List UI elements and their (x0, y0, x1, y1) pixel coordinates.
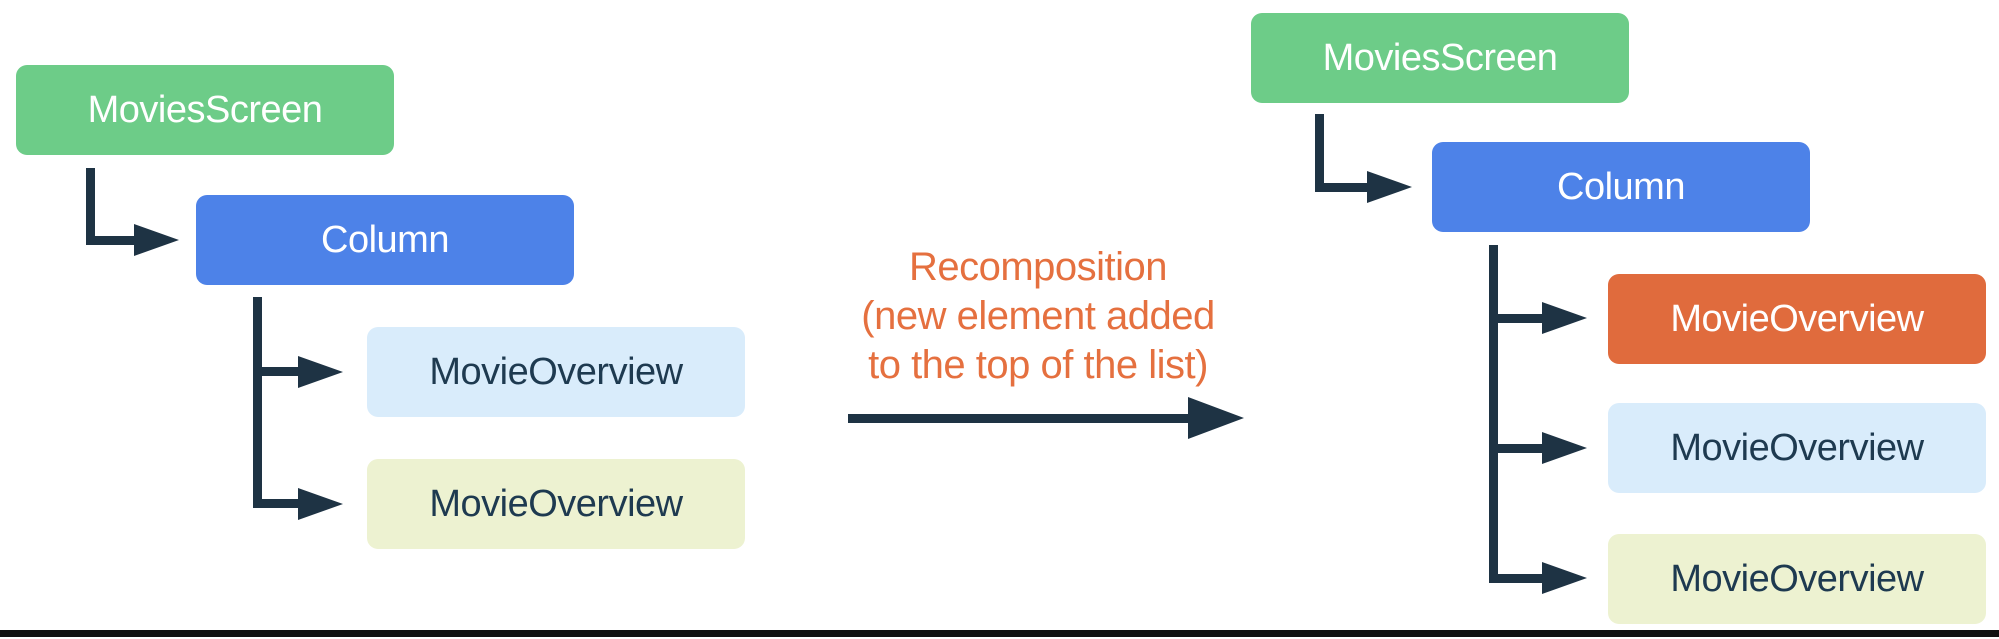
right-branch-horizontal-1 (1489, 314, 1545, 323)
bottom-border-line (0, 630, 1999, 637)
right-node-movieoverview-2: MovieOverview (1608, 403, 1986, 493)
right-arrowhead-icon-2 (1542, 302, 1587, 334)
right-branch-horizontal-2 (1489, 444, 1545, 453)
left-node-movieoverview-1: MovieOverview (367, 327, 745, 417)
left-arrowhead-icon-1 (134, 224, 179, 256)
right-elbow-vertical-2 (1489, 245, 1498, 583)
right-arrowhead-icon-1 (1367, 171, 1412, 203)
recomposition-caption: Recomposition (new element added to the … (861, 245, 1215, 387)
right-arrowhead-icon-3 (1542, 432, 1587, 464)
right-elbow-vertical-1 (1315, 114, 1324, 192)
right-elbow-horizontal-1 (1315, 183, 1370, 192)
left-elbow-vertical-2 (253, 297, 262, 508)
right-arrowhead-icon-4 (1542, 562, 1587, 594)
right-branch-horizontal-3 (1489, 574, 1545, 583)
left-elbow-vertical-1 (86, 168, 95, 245)
recomposition-arrow-line (848, 414, 1190, 423)
left-arrowhead-icon-2 (298, 356, 343, 388)
left-node-column: Column (196, 195, 574, 285)
right-node-moviesscreen: MoviesScreen (1251, 13, 1629, 103)
left-arrowhead-icon-3 (298, 488, 343, 520)
right-node-column: Column (1432, 142, 1810, 232)
recomposition-arrowhead-icon (1188, 397, 1244, 439)
right-node-movieoverview-3: MovieOverview (1608, 534, 1986, 624)
right-node-movieoverview-new: MovieOverview (1608, 274, 1986, 364)
left-elbow-horizontal-1 (86, 236, 140, 245)
left-branch-horizontal-2 (253, 499, 301, 508)
left-branch-horizontal-1 (253, 367, 301, 376)
left-node-moviesscreen: MoviesScreen (16, 65, 394, 155)
left-node-movieoverview-2: MovieOverview (367, 459, 745, 549)
